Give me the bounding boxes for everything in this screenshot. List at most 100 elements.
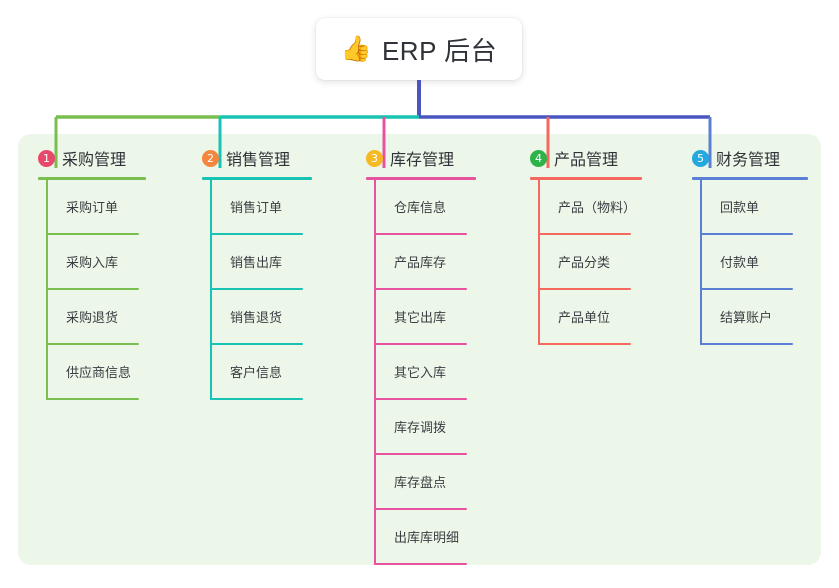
branch-item[interactable]: 产品库存 xyxy=(374,235,476,290)
branch-item[interactable]: 结算账户 xyxy=(700,290,808,345)
branch-items: 销售订单销售出库销售退货客户信息 xyxy=(210,180,312,400)
branch-item[interactable]: 库存调拨 xyxy=(374,400,476,455)
item-underline xyxy=(374,343,467,345)
branch-item-label: 采购退货 xyxy=(66,310,119,325)
item-spine xyxy=(700,180,702,235)
branch-item-label: 采购订单 xyxy=(66,200,119,215)
branch-item[interactable]: 付款单 xyxy=(700,235,808,290)
item-spine xyxy=(374,455,376,510)
item-underline xyxy=(46,288,139,290)
branch-item-label: 仓库信息 xyxy=(394,200,447,215)
branch-item[interactable]: 产品单位 xyxy=(538,290,642,345)
branch-item-label: 销售出库 xyxy=(230,255,283,270)
branch-underline xyxy=(530,177,642,180)
branch-item-label: 客户信息 xyxy=(230,365,283,380)
item-spine xyxy=(538,235,540,290)
branch-number-badge: 3 xyxy=(366,149,383,167)
branch-item[interactable]: 采购入库 xyxy=(46,235,146,290)
branch-column-3[interactable]: 3 库存管理仓库信息产品库存其它出库其它入库库存调拨库存盘点出库库明细 xyxy=(348,146,476,565)
item-spine xyxy=(374,290,376,345)
branch-item-label: 供应商信息 xyxy=(66,365,132,380)
branch-item[interactable]: 销售出库 xyxy=(210,235,312,290)
branch-underline xyxy=(366,177,476,180)
branch-underline xyxy=(692,177,808,180)
item-spine xyxy=(210,345,212,400)
branch-item-label: 销售订单 xyxy=(230,200,283,215)
item-spine xyxy=(46,235,48,290)
branch-item[interactable]: 产品（物料） xyxy=(538,180,642,235)
branch-item-label: 产品单位 xyxy=(558,310,611,325)
item-spine xyxy=(374,510,376,565)
item-underline xyxy=(374,508,467,510)
item-underline xyxy=(700,343,793,345)
item-underline xyxy=(210,233,303,235)
branch-header-4[interactable]: 4 产品管理 xyxy=(512,146,642,170)
item-spine xyxy=(374,235,376,290)
branch-header-3[interactable]: 3 库存管理 xyxy=(348,146,476,170)
item-underline xyxy=(538,288,631,290)
branch-number-badge: 1 xyxy=(38,149,55,167)
branch-title: 产品管理 xyxy=(554,152,619,169)
branch-item-label: 产品库存 xyxy=(394,255,447,270)
branch-item[interactable]: 其它出库 xyxy=(374,290,476,345)
item-spine xyxy=(374,400,376,455)
branch-item[interactable]: 仓库信息 xyxy=(374,180,476,235)
branch-item[interactable]: 出库库明细 xyxy=(374,510,476,565)
item-spine xyxy=(46,290,48,345)
item-spine xyxy=(374,180,376,235)
branch-item[interactable]: 其它入库 xyxy=(374,345,476,400)
branch-header-5[interactable]: 5 财务管理 xyxy=(674,146,808,170)
item-underline xyxy=(700,233,793,235)
item-underline xyxy=(700,288,793,290)
branch-title: 库存管理 xyxy=(390,152,455,169)
branch-number-badge: 2 xyxy=(202,149,219,167)
item-spine xyxy=(46,180,48,235)
branch-item-label: 采购入库 xyxy=(66,255,119,270)
branch-item-label: 库存盘点 xyxy=(394,475,447,490)
branch-column-4[interactable]: 4 产品管理产品（物料） 产品分类产品单位 xyxy=(512,146,642,345)
item-spine xyxy=(538,180,540,235)
branch-column-5[interactable]: 5 财务管理回款单付款单结算账户 xyxy=(674,146,808,345)
item-spine xyxy=(210,290,212,345)
branch-items: 采购订单采购入库采购退货供应商信息 xyxy=(46,180,146,400)
branch-items: 产品（物料） 产品分类产品单位 xyxy=(538,180,642,345)
branch-item[interactable]: 客户信息 xyxy=(210,345,312,400)
item-spine xyxy=(210,180,212,235)
branch-items: 仓库信息产品库存其它出库其它入库库存调拨库存盘点出库库明细 xyxy=(374,180,476,565)
item-spine xyxy=(700,290,702,345)
branch-item-label: 库存调拨 xyxy=(394,420,447,435)
item-underline xyxy=(374,233,467,235)
thumbs-up-icon: 👍 xyxy=(340,34,372,63)
branch-item[interactable]: 供应商信息 xyxy=(46,345,146,400)
item-spine xyxy=(46,345,48,400)
branch-item-label: 产品（物料） xyxy=(558,200,637,215)
item-spine xyxy=(538,290,540,345)
item-underline xyxy=(210,288,303,290)
branch-number-badge: 5 xyxy=(692,149,709,167)
branch-item[interactable]: 采购退货 xyxy=(46,290,146,345)
branch-underline xyxy=(38,177,146,180)
item-underline xyxy=(374,288,467,290)
item-underline xyxy=(374,453,467,455)
branch-item[interactable]: 产品分类 xyxy=(538,235,642,290)
branch-item[interactable]: 回款单 xyxy=(700,180,808,235)
item-underline xyxy=(210,343,303,345)
item-underline xyxy=(210,398,303,400)
branch-item-label: 回款单 xyxy=(720,200,760,215)
branch-item[interactable]: 销售退货 xyxy=(210,290,312,345)
branch-item[interactable]: 库存盘点 xyxy=(374,455,476,510)
branch-items: 回款单付款单结算账户 xyxy=(700,180,808,345)
branch-item[interactable]: 销售订单 xyxy=(210,180,312,235)
branch-title: 财务管理 xyxy=(716,152,781,169)
diagram-panel xyxy=(18,134,821,565)
branch-item-label: 其它出库 xyxy=(394,310,447,325)
branch-number-badge: 4 xyxy=(530,149,547,167)
branch-item-label: 其它入库 xyxy=(394,365,447,380)
root-node[interactable]: 👍 ERP 后台 xyxy=(316,18,522,80)
branch-item[interactable]: 采购订单 xyxy=(46,180,146,235)
branch-item-label: 出库库明细 xyxy=(394,530,460,545)
